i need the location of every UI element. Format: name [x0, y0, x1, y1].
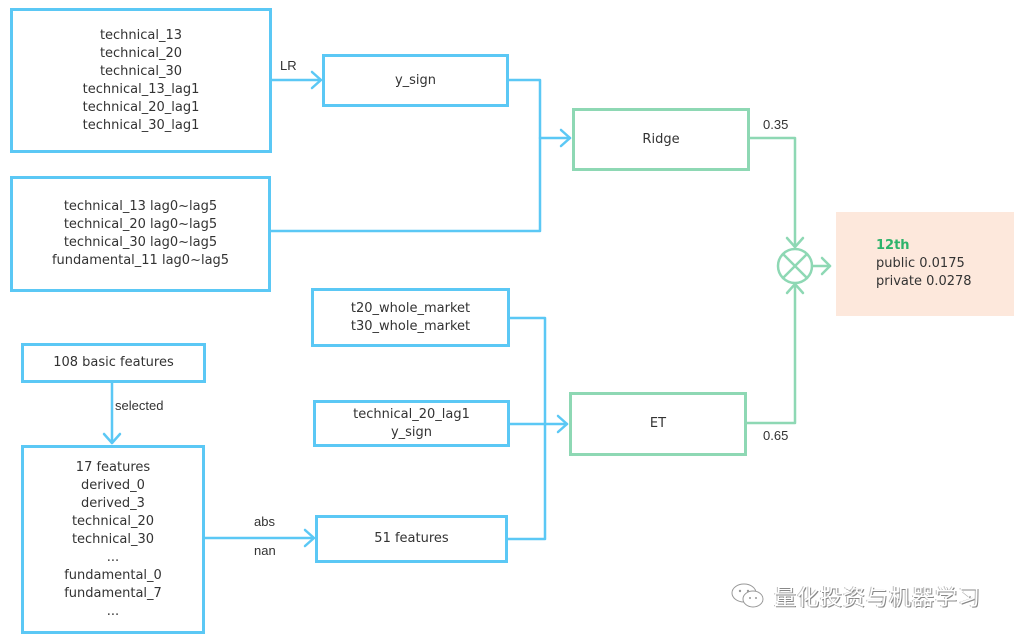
feature-text: technical_30: [71, 531, 155, 547]
et-weight-label: 0.65: [763, 428, 789, 443]
feature-text: technical_20 lag0~lag5: [63, 217, 218, 232]
feature-text: technical_13 lag0~lag5: [63, 199, 218, 214]
public-score: public 0.0175: [876, 256, 965, 271]
rank-text: 12th: [876, 238, 910, 253]
edge-ysign-ridge: [268, 78, 542, 233]
y-sign-box: y_sign: [322, 54, 509, 107]
feature-text: derived_3: [81, 495, 145, 511]
tech20-ysign-box: technical_20_lag1 y_sign: [313, 400, 510, 447]
ridge-box: Ridge: [572, 108, 750, 171]
et-box: ET: [569, 392, 747, 456]
wechat-icon: [731, 583, 764, 608]
result-box: 12th public 0.0175 private 0.0278: [836, 212, 1014, 316]
arrowhead: [820, 256, 832, 276]
feature-text: technical_13: [99, 27, 183, 43]
arrowhead: [785, 236, 805, 249]
nan-label: nan: [254, 543, 276, 558]
feature-text: 108 basic features: [53, 355, 174, 370]
whole-market-box: t20_whole_market t30_whole_market: [311, 288, 510, 347]
feature-text: ...: [106, 549, 120, 565]
lag-range-box: technical_13 lag0~lag5 technical_20 lag0…: [10, 176, 271, 292]
model-name: ET: [649, 416, 667, 431]
feature-text: fundamental_0: [64, 567, 162, 583]
feature-text: technical_30_lag1: [82, 117, 200, 133]
feature-text: y_sign: [390, 424, 433, 440]
feature-text: technical_30 lag0~lag5: [63, 235, 218, 250]
feature-text: 51 features: [374, 531, 449, 546]
edge-market-et: [505, 316, 547, 541]
abs-label: abs: [254, 514, 275, 529]
arrowhead: [102, 432, 122, 445]
feature-text: fundamental_7: [64, 585, 162, 601]
feature-text: y_sign: [394, 72, 437, 88]
feature-text: 17 features: [75, 459, 151, 475]
feature-text: technical_13_lag1: [82, 81, 200, 97]
feature-text: technical_30: [99, 63, 183, 79]
features17-box: 17 features derived_0 derived_3 technica…: [21, 445, 205, 634]
feature-text: derived_0: [81, 477, 145, 493]
feature-text: technical_20: [99, 45, 183, 61]
feature-text: t20_whole_market: [350, 300, 471, 316]
feature-text: ...: [106, 603, 120, 619]
feature-text: technical_20: [71, 513, 155, 529]
tech-lag1-box: technical_13 technical_20 technical_30 t…: [10, 8, 272, 153]
feature-text: t30_whole_market: [350, 318, 471, 334]
arrowhead: [303, 528, 316, 548]
lr-label: LR: [280, 58, 297, 73]
features51-box: 51 features: [315, 515, 508, 563]
model-name: Ridge: [642, 131, 680, 147]
arrowhead: [556, 414, 569, 434]
arrowhead: [310, 70, 323, 90]
private-score: private 0.0278: [876, 274, 972, 289]
watermark: 量化投资与机器学习: [730, 580, 981, 612]
ridge-weight-label: 0.35: [763, 117, 789, 132]
arrowhead: [559, 128, 572, 148]
watermark-text: 量化投资与机器学习: [774, 586, 982, 611]
edge-et-combine: [743, 282, 797, 425]
feature-text: technical_20_lag1: [353, 406, 470, 422]
basic-features-box: 108 basic features: [21, 343, 206, 383]
edge-ridge-combine: [746, 136, 797, 249]
feature-text: fundamental_11 lag0~lag5: [51, 253, 230, 268]
feature-text: technical_20_lag1: [82, 99, 200, 115]
selected-label: selected: [115, 398, 164, 413]
